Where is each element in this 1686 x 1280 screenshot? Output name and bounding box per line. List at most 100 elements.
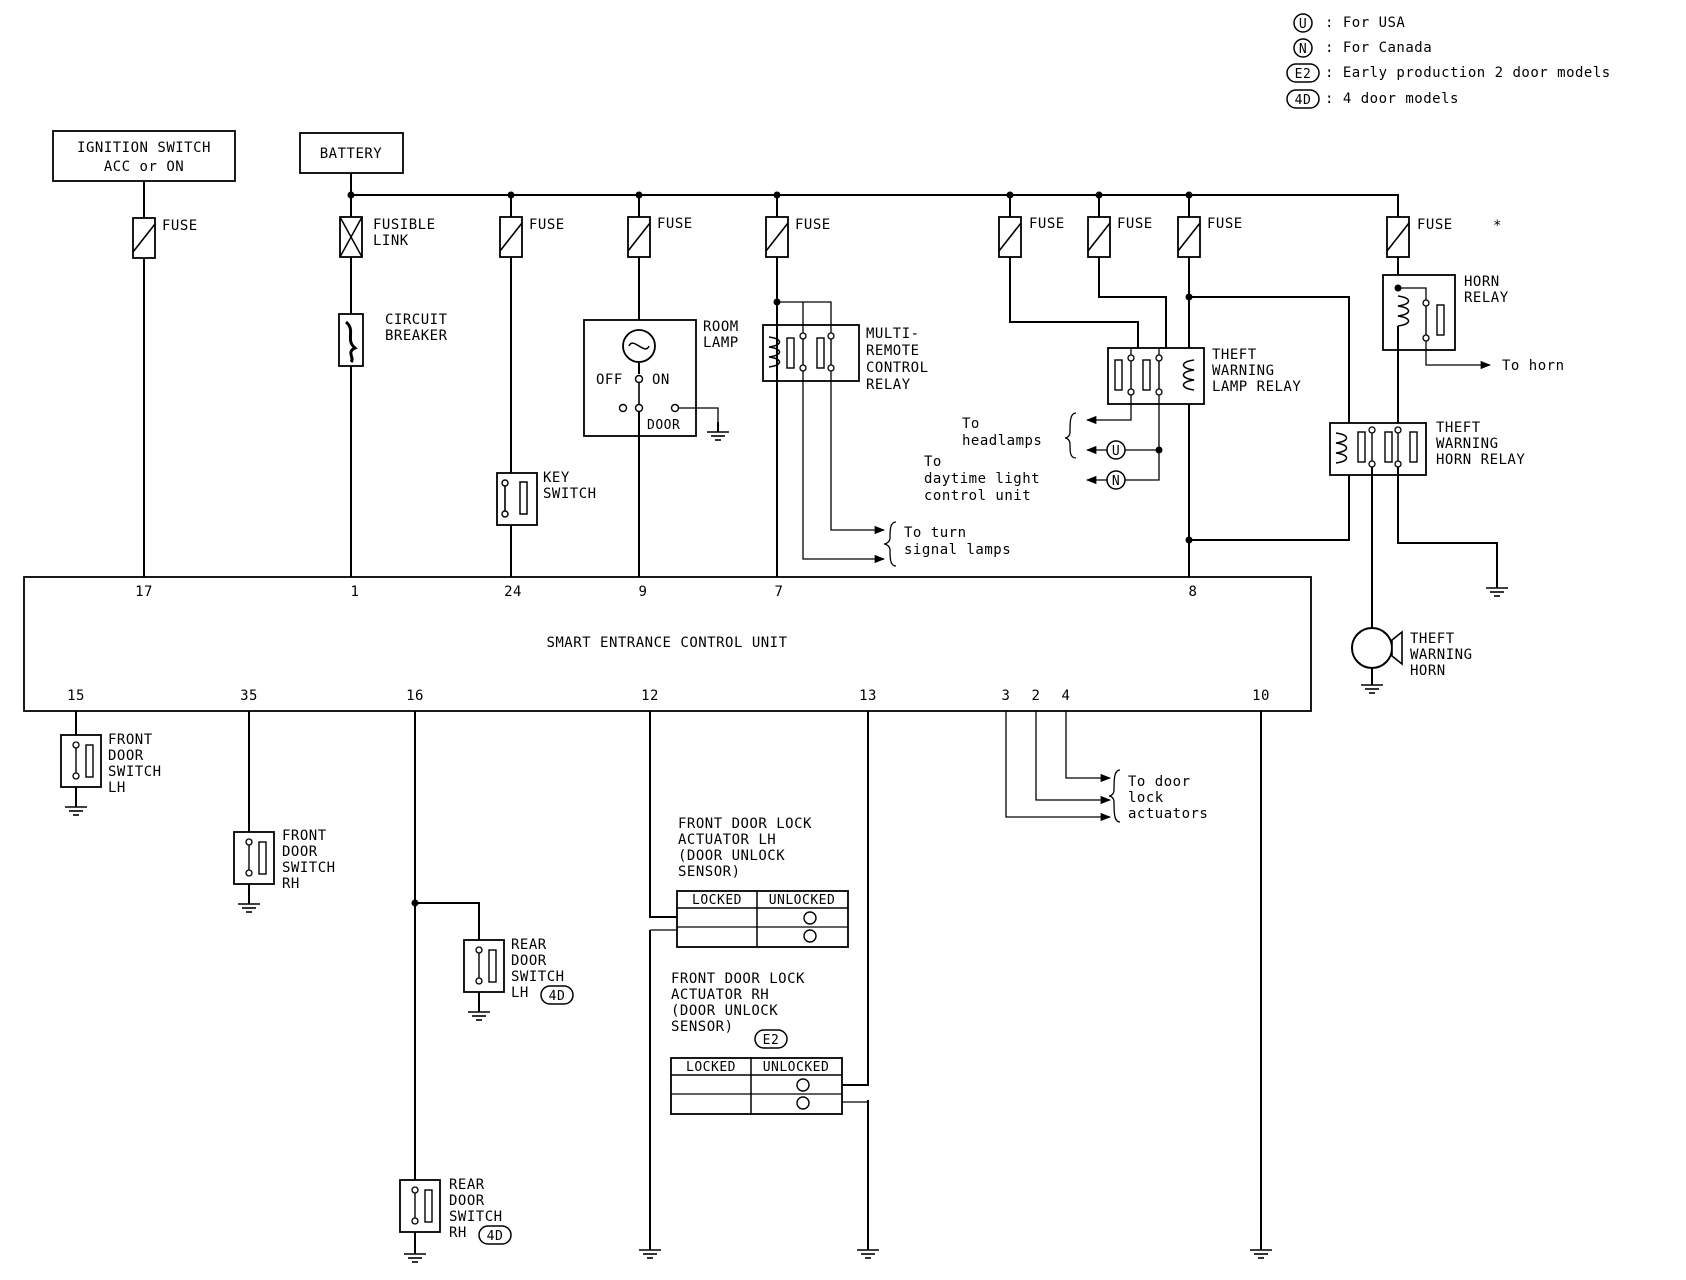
svg-text:THEFT: THEFT (1436, 420, 1481, 436)
terminal-7: 7 (775, 584, 784, 600)
svg-text:THEFT: THEFT (1212, 347, 1257, 363)
svg-text:LH: LH (511, 985, 529, 1001)
to-headlamps: To headlamps (962, 412, 1077, 459)
to-door-lock-actuators: To door lock actuators (1005, 711, 1208, 823)
front-door-switch-rh: FRONT DOOR SWITCH RH (233, 711, 336, 913)
svg-text:CIRCUIT: CIRCUIT (385, 312, 448, 328)
legend-4d: 4D : 4 door models (1286, 89, 1459, 109)
terminal-1: 1 (351, 584, 360, 600)
terminal-24: 24 (504, 584, 522, 600)
svg-text:FUSE: FUSE (795, 217, 831, 233)
svg-text:WARNING: WARNING (1212, 363, 1275, 379)
ignition-switch-sublabel: ACC or ON (104, 159, 184, 175)
svg-text:SWITCH: SWITCH (282, 860, 336, 876)
svg-text:FUSE: FUSE (529, 217, 565, 233)
fuse-theft-lamp-2: FUSE (1087, 195, 1167, 348)
svg-text:FUSE: FUSE (657, 216, 693, 232)
svg-text:FRONT DOOR LOCK: FRONT DOOR LOCK (678, 816, 812, 832)
svg-text:LAMP RELAY: LAMP RELAY (1212, 379, 1301, 395)
rear-door-switch-lh: REAR DOOR SWITCH LH 4D (411, 711, 574, 1180)
svg-text:KEY: KEY (543, 470, 570, 486)
legend-4d-text: : 4 door models (1325, 91, 1459, 107)
svg-text:FRONT: FRONT (282, 828, 327, 844)
svg-text:LOCKED: LOCKED (692, 893, 742, 908)
svg-text:DOOR: DOOR (511, 953, 547, 969)
horn-icon (1351, 627, 1393, 669)
svg-text:UNLOCKED: UNLOCKED (769, 893, 836, 908)
to-daytime-light-control-unit: To daytime light control unit (924, 454, 1040, 504)
relay-coil-icon (1397, 295, 1410, 327)
svg-text:RH: RH (282, 876, 300, 892)
terminal-15: 15 (67, 688, 85, 704)
svg-text:lock: lock (1128, 790, 1164, 806)
svg-text:SWITCH: SWITCH (543, 486, 597, 502)
svg-text:FUSE: FUSE (1417, 217, 1453, 233)
svg-text:signal lamps: signal lamps (904, 542, 1011, 558)
svg-text:E2: E2 (763, 1033, 780, 1048)
svg-text:UNLOCKED: UNLOCKED (763, 1060, 830, 1075)
svg-text:SENSOR): SENSOR) (678, 864, 741, 880)
terminal-3: 3 (1002, 688, 1011, 704)
svg-text:ACTUATOR LH: ACTUATOR LH (678, 832, 776, 848)
svg-text:LOCKED: LOCKED (686, 1060, 736, 1075)
svg-text:ROOM: ROOM (703, 319, 739, 335)
horn-relay: HORN RELAY To horn (1382, 274, 1565, 423)
multi-remote-control-relay: MULTI- REMOTE CONTROL RELAY (762, 298, 928, 583)
front-door-lock-actuator-rh: LOCKED UNLOCKED FRONT DOOR LOCK ACTUATOR… (670, 711, 880, 1259)
fuse-key-switch: FUSE (499, 195, 565, 473)
svg-text:WARNING: WARNING (1410, 647, 1473, 663)
svg-text:ON: ON (652, 372, 670, 388)
svg-text:To: To (962, 416, 980, 432)
svg-text:RELAY: RELAY (866, 377, 911, 393)
legend-canada: N : For Canada (1293, 38, 1432, 58)
relay-coil-icon (768, 336, 781, 368)
svg-text:ACTUATOR RH: ACTUATOR RH (671, 987, 769, 1003)
usa-marker-icon (1106, 440, 1126, 460)
legend: U : For USA N : For Canada E2 : Early pr… (1286, 13, 1610, 109)
to-horn-label: To horn (1502, 358, 1565, 374)
battery: BATTERY (299, 132, 404, 174)
rear-door-switch-rh: REAR DOOR SWITCH RH 4D (399, 1177, 512, 1263)
svg-text:THEFT: THEFT (1410, 631, 1455, 647)
legend-usa-text: : For USA (1325, 15, 1405, 31)
front-door-lock-actuator-lh: LOCKED UNLOCKED FRONT DOOR LOCK ACTUATOR… (638, 711, 849, 1259)
theft-warning-horn: THEFT WARNING HORN (1351, 627, 1473, 694)
svg-text:To door: To door (1128, 774, 1191, 790)
svg-text:SWITCH: SWITCH (108, 764, 162, 780)
fuse-theft-lamp-1: FUSE (998, 195, 1139, 348)
svg-text:REAR: REAR (511, 937, 547, 953)
svg-text:LINK: LINK (373, 233, 409, 249)
terminal-12: 12 (641, 688, 659, 704)
svg-text:DOOR: DOOR (282, 844, 318, 860)
terminal-8: 8 (1189, 584, 1198, 600)
svg-text:SWITCH: SWITCH (511, 969, 565, 985)
svg-text:actuators: actuators (1128, 806, 1208, 822)
to-turn-signal-lamps: To turn signal lamps (883, 521, 1011, 567)
svg-text:daytime light: daytime light (924, 471, 1040, 487)
canada-symbol-icon (1293, 38, 1313, 58)
relay-coil-icon (1182, 359, 1195, 391)
terminal-9: 9 (639, 584, 648, 600)
svg-text:BREAKER: BREAKER (385, 328, 448, 344)
e2-marker-icon (754, 1029, 788, 1049)
legend-e2: E2 : Early production 2 door models (1286, 63, 1610, 83)
svg-text:RELAY: RELAY (1464, 290, 1509, 306)
svg-text:DOOR: DOOR (108, 748, 144, 764)
svg-text:SWITCH: SWITCH (449, 1209, 503, 1225)
svg-text:OFF: OFF (596, 372, 623, 388)
terminal-35: 35 (240, 688, 258, 704)
battery-label: BATTERY (320, 146, 383, 162)
4d-marker-icon (540, 985, 574, 1005)
svg-text:HORN RELAY: HORN RELAY (1436, 452, 1525, 468)
svg-text:WARNING: WARNING (1436, 436, 1499, 452)
svg-text:FUSE: FUSE (1117, 216, 1153, 232)
relay-coil-icon (1335, 432, 1348, 464)
fuse-multi-relay: FUSE (765, 195, 831, 302)
svg-text:MULTI-: MULTI- (866, 326, 920, 342)
legend-canada-text: : For Canada (1325, 40, 1432, 56)
svg-text:4D: 4D (549, 989, 566, 1004)
key-switch: KEY SWITCH (496, 470, 597, 583)
legend-usa: U : For USA (1293, 13, 1405, 33)
fuse-room-lamp: FUSE (627, 195, 693, 320)
